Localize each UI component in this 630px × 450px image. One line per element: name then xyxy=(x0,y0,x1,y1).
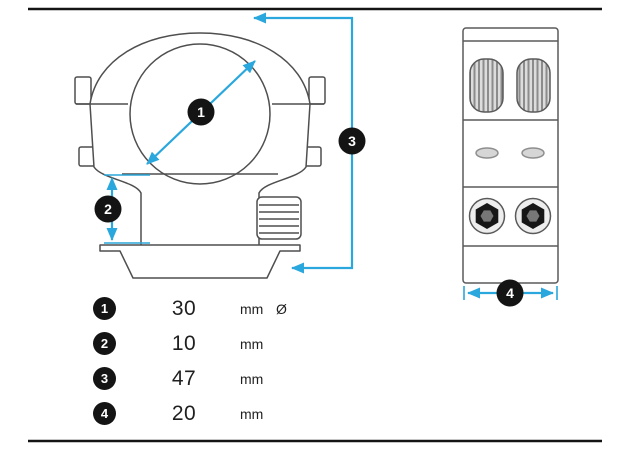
legend-value-4: 20 xyxy=(171,401,197,425)
knurled-screw-right xyxy=(516,58,551,113)
legend-value-2: 10 xyxy=(171,331,197,355)
legend-unit-1: mm xyxy=(240,300,264,317)
clamp-tab-top-left xyxy=(74,76,92,105)
marker-4-number: 4 xyxy=(506,285,514,301)
hex-screw-right xyxy=(514,197,552,235)
legend-value-3: 47 xyxy=(171,366,197,390)
legend-badge-4: 4 xyxy=(93,402,116,425)
marker-1-badge: 1 xyxy=(187,98,215,126)
legend-row-3: 3 47 mm xyxy=(93,361,413,396)
legend-row-2: 2 10 mm xyxy=(93,326,413,361)
clamp-knob xyxy=(256,196,302,240)
legend-unit-4: mm xyxy=(240,405,264,422)
legend-row-4: 4 20 mm xyxy=(93,396,413,431)
legend-value-1: 30 xyxy=(171,296,197,320)
legend-unit-2: mm xyxy=(240,335,264,352)
clamp-tab-top-right xyxy=(308,76,326,105)
marker-4-badge: 4 xyxy=(496,279,524,307)
marker-2-badge: 2 xyxy=(94,195,122,223)
marker-2-number: 2 xyxy=(104,201,112,217)
marker-3-badge: 3 xyxy=(338,127,366,155)
legend-badge-1: 1 xyxy=(93,297,116,320)
side-view-diagram xyxy=(462,27,559,284)
marker-3-number: 3 xyxy=(348,133,356,149)
hex-screw-left xyxy=(468,197,506,235)
legend-row-1: 1 30 mm Ø xyxy=(93,291,413,326)
slot-right xyxy=(521,147,545,159)
legend-badge-2: 2 xyxy=(93,332,116,355)
marker-1-number: 1 xyxy=(197,104,205,120)
diagram-markers: 1 2 3 4 xyxy=(94,98,524,307)
dimension-legend: 1 30 mm Ø 2 10 mm 3 47 mm 4 20 mm xyxy=(93,291,413,431)
front-view-diagram xyxy=(74,32,326,279)
slot-left xyxy=(475,147,499,159)
legend-unit-3: mm xyxy=(240,370,264,387)
legend-suffix-1: Ø xyxy=(276,300,287,317)
dovetail-base xyxy=(99,244,301,279)
legend-badge-3: 3 xyxy=(93,367,116,390)
knurled-screw-left xyxy=(469,58,504,113)
